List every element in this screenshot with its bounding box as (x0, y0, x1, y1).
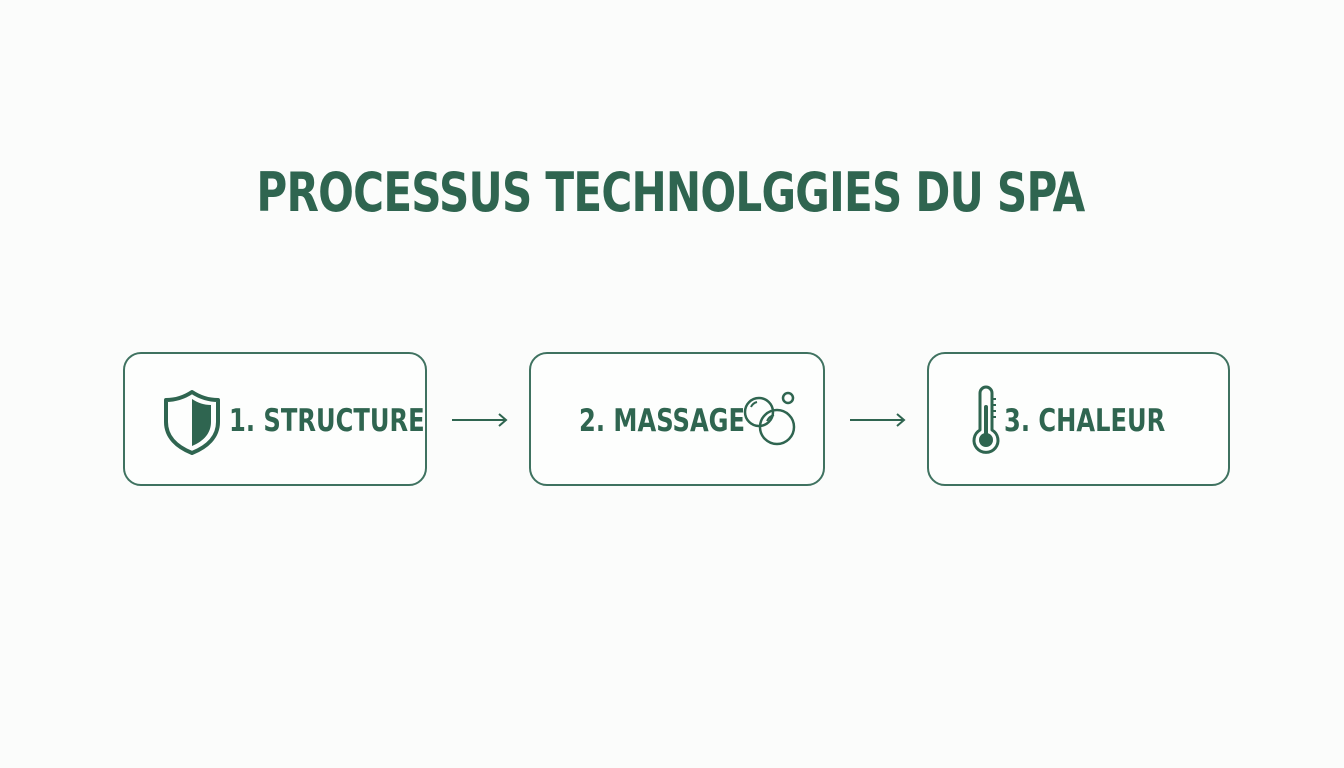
step-chaleur-box: 3. CHALEUR (927, 352, 1230, 486)
arrow-right-icon (848, 410, 908, 434)
page-title: PROCESSUS TECHNOLGGIES DU SPA (256, 161, 1085, 224)
step-structure-box: 1. STRUCTURE (123, 352, 427, 486)
step-massage-label: 2. MASSAGE (579, 403, 746, 439)
thermometer-icon (969, 385, 1003, 461)
shield-icon (163, 389, 221, 459)
arrow-right-icon (450, 410, 510, 434)
step-chaleur-label: 3. CHALEUR (1004, 403, 1166, 439)
bubbles-icon (741, 390, 801, 452)
step-massage-box: 2. MASSAGE (529, 352, 825, 486)
step-structure-label: 1. STRUCTURE (229, 403, 425, 439)
